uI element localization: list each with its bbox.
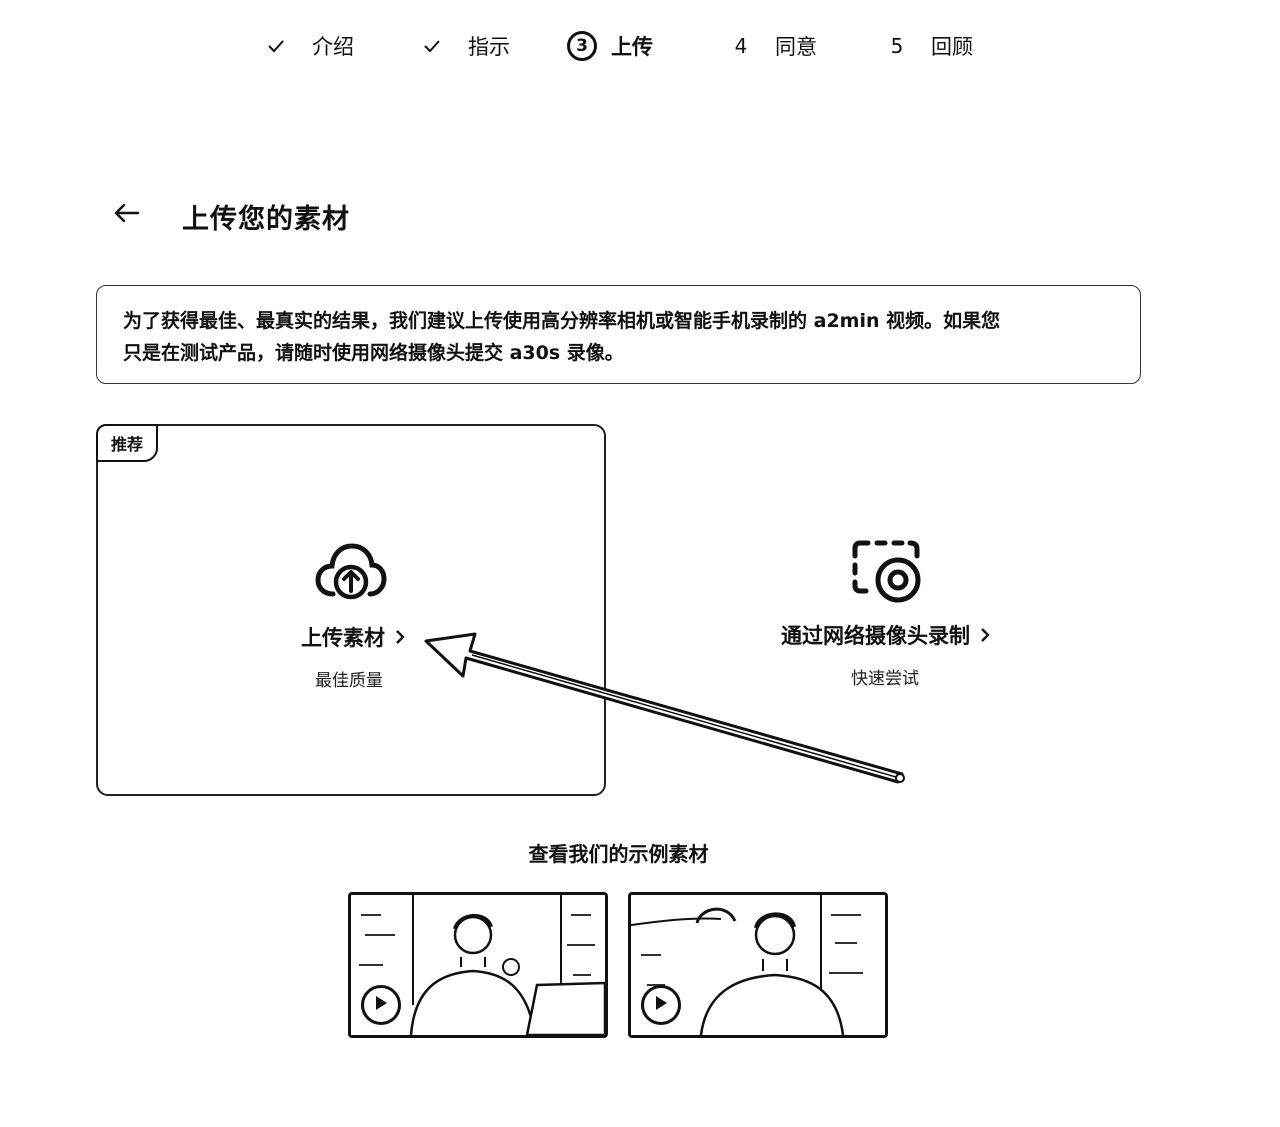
webcam-record-title: 通过网络摄像头录制 <box>781 624 970 648</box>
page-title: 上传您的素材 <box>182 204 350 235</box>
step-label: 同意 <box>775 35 817 59</box>
step-number: 5 <box>890 34 904 58</box>
upload-footage-link[interactable]: 上传素材 <box>301 622 405 652</box>
step-consent[interactable]: 4 同意 <box>727 30 817 62</box>
webcam-record-subtitle: 快速尝试 <box>851 669 919 689</box>
step-number: 4 <box>734 34 748 58</box>
step-label: 上传 <box>611 35 653 59</box>
play-button[interactable] <box>361 985 401 1025</box>
notice-line-1: 为了获得最佳、最真实的结果，我们建议上传使用高分辨率相机或智能手机录制的 a2m… <box>123 310 1001 332</box>
chevron-right-icon <box>980 627 990 643</box>
step-instructions[interactable]: 指示 <box>418 30 510 62</box>
recommended-badge: 推荐 <box>96 424 158 462</box>
play-icon <box>374 995 388 1015</box>
chevron-right-icon <box>395 629 405 645</box>
notice-line-2: 只是在测试产品，请随时使用网络摄像头提交 a30s 录像。 <box>123 342 624 364</box>
arrow-left-icon <box>112 202 140 228</box>
upload-footage-subtitle: 最佳质量 <box>315 671 383 691</box>
upload-footage-card[interactable]: 推荐 上传素材 最佳质量 <box>96 424 606 796</box>
cloud-upload-icon <box>315 542 387 606</box>
play-button[interactable] <box>641 985 681 1025</box>
step-label: 介绍 <box>312 35 354 59</box>
example-video-2[interactable] <box>628 892 888 1038</box>
back-button[interactable] <box>108 199 144 231</box>
example-video-thumbnail <box>351 895 605 1035</box>
check-icon <box>418 32 446 60</box>
webcam-record-card[interactable]: 通过网络摄像头录制 快速尝试 <box>640 424 1150 796</box>
recommendation-notice: 为了获得最佳、最真实的结果，我们建议上传使用高分辨率相机或智能手机录制的 a2m… <box>96 285 1141 384</box>
upload-footage-title: 上传素材 <box>301 626 385 650</box>
step-label: 指示 <box>468 35 510 59</box>
webcam-record-link[interactable]: 通过网络摄像头录制 <box>781 620 990 650</box>
step-label: 回顾 <box>931 35 973 59</box>
play-icon <box>654 995 668 1015</box>
examples-title: 查看我们的示例素材 <box>528 842 709 866</box>
step-upload[interactable]: 3 上传 <box>567 30 653 62</box>
webcam-record-icon <box>851 540 923 608</box>
check-icon <box>262 32 290 60</box>
step-number: 3 <box>567 31 597 61</box>
example-video-1[interactable] <box>348 892 608 1038</box>
step-intro[interactable]: 介绍 <box>262 30 354 62</box>
step-review[interactable]: 5 回顾 <box>883 30 973 62</box>
